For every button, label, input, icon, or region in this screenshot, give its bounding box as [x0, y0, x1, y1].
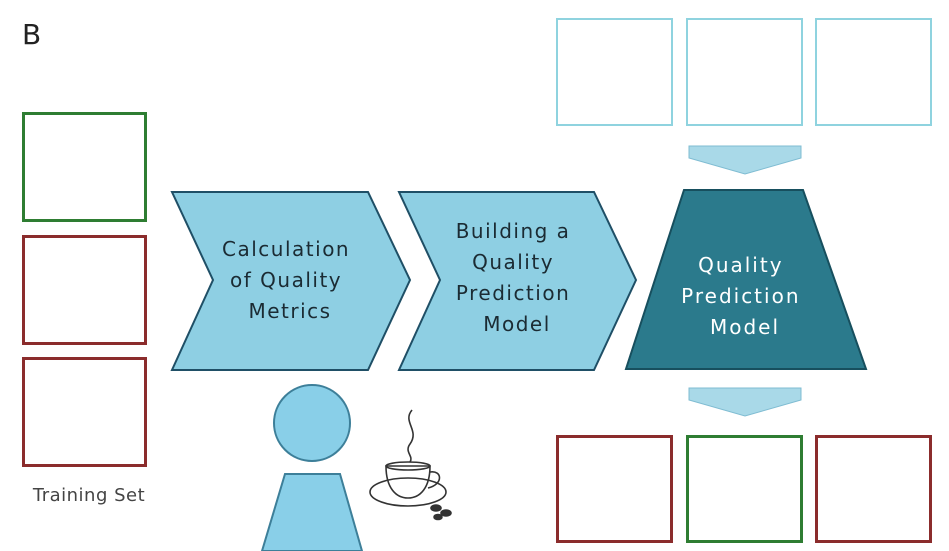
step-calculation-label: Calculation of Quality Metrics: [222, 237, 358, 323]
training-box-bad: [22, 235, 147, 345]
down-arrow-output: [688, 387, 802, 417]
panel-label: B: [22, 18, 42, 51]
training-box-good: [22, 112, 147, 222]
output-box-bad: [815, 435, 932, 543]
down-arrow-input: [688, 145, 802, 175]
input-box: [815, 18, 932, 126]
training-box-bad: [22, 357, 147, 467]
quality-prediction-model-shape: [624, 189, 868, 370]
person-icon: [260, 384, 364, 551]
output-box-bad: [556, 435, 673, 543]
quality-prediction-model-label: Quality Prediction Model: [681, 253, 809, 339]
input-box: [556, 18, 673, 126]
input-box: [686, 18, 803, 126]
output-box-good: [686, 435, 803, 543]
step-calculation-chevron: [170, 191, 412, 371]
step-building-chevron: [397, 191, 638, 371]
training-set-caption: Training Set: [32, 485, 146, 506]
step-building-label: Building a Quality Prediction Model: [456, 219, 579, 336]
coffee-cup-icon: [369, 409, 452, 521]
